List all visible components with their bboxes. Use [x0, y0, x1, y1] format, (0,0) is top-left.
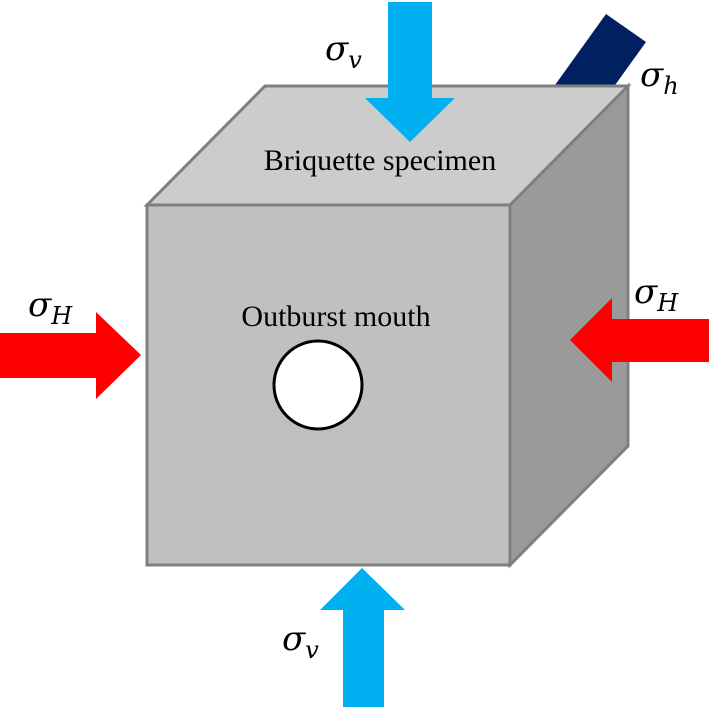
sigma-H-left-arrow: [0, 312, 141, 399]
sigma-v-bottom-arrow: [320, 568, 405, 707]
hole-label: Outburst mouth: [241, 300, 430, 333]
sigma-h-minor-label: σh: [640, 55, 679, 100]
sigma-v-bottom-label: σv: [282, 619, 319, 664]
specimen-label: Briquette specimen: [264, 144, 496, 177]
sigma-v-top-arrow: [365, 2, 455, 142]
sigma-v-top-label: σv: [325, 29, 362, 74]
sigma-H-right-label: σH: [634, 272, 679, 317]
outburst-mouth-hole: [272, 339, 364, 431]
sigma-H-left-label: σH: [28, 285, 73, 330]
sigma-H-right-arrow: [570, 298, 709, 382]
